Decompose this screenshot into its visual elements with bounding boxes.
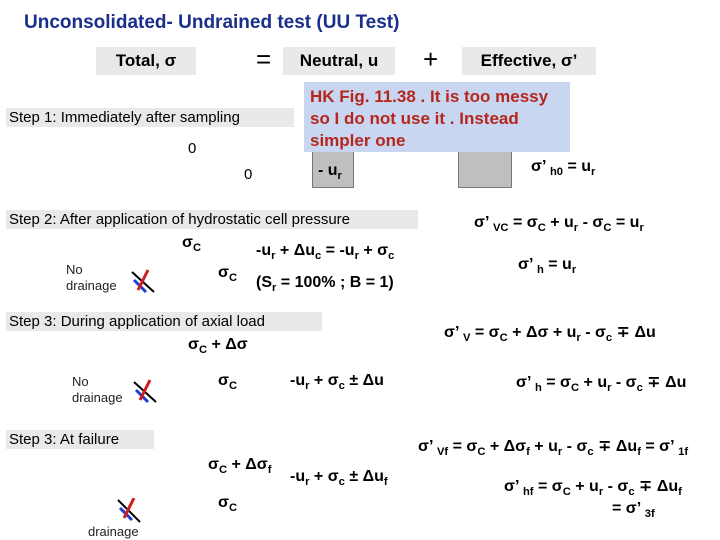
step3-drain-blocked-icon	[130, 376, 160, 411]
step2-effective-vc: σ’ VC = σC + ur - σC = ur	[474, 214, 644, 235]
step2-sigma-c-top: σC	[182, 234, 202, 255]
step1-label: Step 1: Immediately after sampling	[6, 108, 294, 127]
figure-note: HK Fig. 11.38 . It is too messy so I do …	[304, 82, 570, 152]
step4-effective-vf: σ’ Vf = σC + Δσf + ur - σc ∓ Δuf = σ’ 1f	[418, 438, 689, 459]
step3-effective-h: σ’ h = σC + ur - σc ∓ Δu	[516, 374, 687, 395]
step2-drain-blocked-icon	[128, 266, 158, 301]
step4-label: Step 3: At failure	[6, 430, 154, 449]
step1-zero-side: 0	[244, 166, 253, 183]
step3-neutral-eq: -ur + σc ± Δu	[290, 372, 384, 393]
step2-effective-h: σ’ h = ur	[518, 256, 577, 277]
equals-sign: =	[256, 44, 272, 74]
step1-zero-top: 0	[188, 140, 197, 157]
step2-neutral-eq: -ur + Δuc = -ur + σc	[256, 242, 395, 263]
step3-effective-v: σ’ V = σC + Δσ + ur - σc ∓ Δu	[444, 324, 656, 345]
step2-sigma-c-side: σC	[218, 264, 238, 285]
step2-assumption: (Sr = 100% ; B = 1)	[256, 274, 394, 295]
total-stress-header: Total, σ	[96, 47, 196, 75]
plus-sign: +	[423, 44, 439, 74]
step4-effective-3f: = σ’ 3f	[612, 500, 655, 521]
effective-header: Effective, σ’	[462, 47, 596, 75]
step4-drain-blocked-icon	[114, 497, 144, 529]
step3-sigma-top: σC + Δσ	[188, 336, 248, 357]
step3-sigma-side: σC	[218, 372, 238, 393]
step4-sigma-top: σC + Δσf	[208, 456, 272, 477]
page-title: Unconsolidated- Undrained test (UU Test)	[24, 12, 400, 33]
neutral-header: Neutral, u	[283, 47, 395, 75]
step4-effective-hf: σ’ hf = σC + ur - σc ∓ Δuf	[504, 478, 682, 499]
step4-neutral-eq: -ur + σc ± Δuf	[290, 468, 388, 489]
step1-neutral-value: - ur	[318, 162, 342, 183]
step2-label: Step 2: After application of hydrostatic…	[6, 210, 418, 229]
step1-effective-h0: σ’ h0 = ur	[531, 158, 596, 179]
step4-sigma-side: σC	[218, 494, 238, 515]
step3-label: Step 3: During application of axial load	[6, 312, 322, 331]
step4-drainage: drainage	[88, 524, 139, 539]
